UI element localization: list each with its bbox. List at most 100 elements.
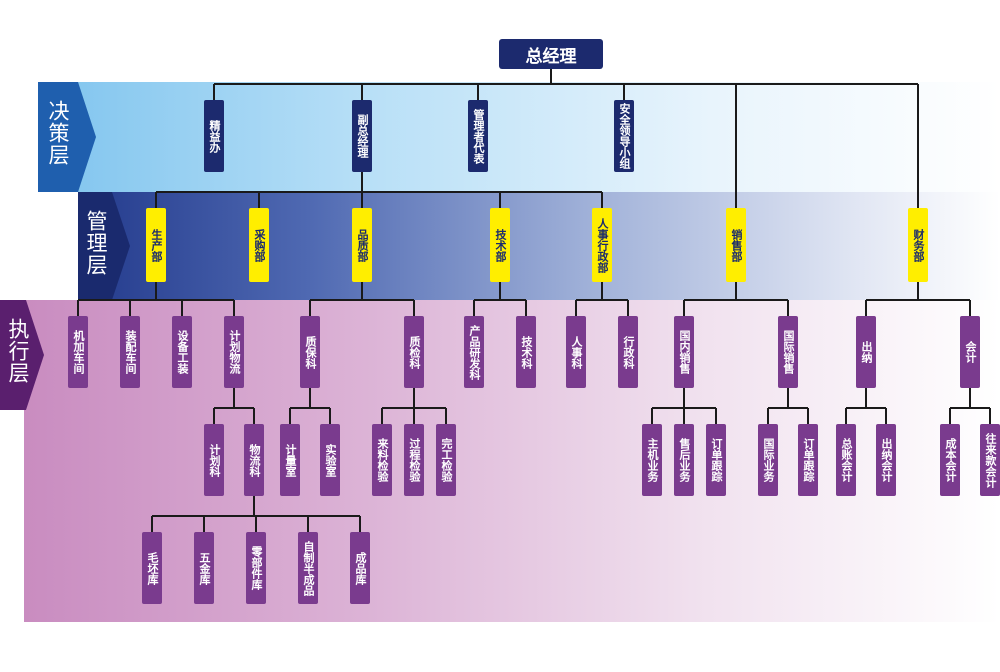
- exec-box-machining: 机加车间: [68, 316, 88, 388]
- management-label: 生产部: [150, 228, 163, 262]
- decision-layer-label: 决策层: [46, 100, 70, 166]
- exec2-label: 过程检验: [408, 438, 421, 482]
- exec3-box-semi-finished: 自制半成品: [298, 532, 318, 604]
- exec2-box-intl-business: 国际业务: [758, 424, 778, 496]
- exec2-label: 物流科: [248, 443, 261, 477]
- exec2-label: 计划科: [208, 443, 221, 477]
- exec2-label: 完工检验: [440, 438, 453, 482]
- decision-box-safety-group: 安全领导小组: [614, 100, 634, 172]
- exec3-label: 五金库: [198, 551, 211, 585]
- exec2-label: 订单跟踪: [802, 438, 815, 482]
- exec-box-equipment: 设备工装: [172, 316, 192, 388]
- exec-box-assembly: 装配车间: [120, 316, 140, 388]
- exec2-label: 总账会计: [840, 438, 853, 482]
- exec-box-planning-logistics: 计划物流: [224, 316, 244, 388]
- management-label: 销售部: [730, 228, 743, 262]
- exec-label: 会计: [964, 341, 977, 363]
- exec3-label: 自制半成品: [302, 540, 315, 596]
- exec2-label: 实验室: [324, 443, 337, 477]
- exec-box-intl-sales: 国际销售: [778, 316, 798, 388]
- exec2-label: 成本会计: [944, 438, 957, 482]
- exec2-label: 国际业务: [762, 438, 775, 482]
- exec-label: 行政科: [622, 335, 635, 369]
- exec2-box-planning: 计划科: [204, 424, 224, 496]
- exec-box-quality-inspection: 质检科: [404, 316, 424, 388]
- exec-label: 装配车间: [124, 330, 137, 374]
- exec-label: 产品研发科: [468, 324, 481, 380]
- exec2-box-order-tracking-intl: 订单跟踪: [798, 424, 818, 496]
- exec2-box-cost-accounting: 成本会计: [940, 424, 960, 496]
- management-label: 品质部: [356, 228, 369, 262]
- exec-box-quality-assurance: 质保科: [300, 316, 320, 388]
- exec2-box-cashier-accounting: 出纳会计: [876, 424, 896, 496]
- decision-box-lean-office: 精益办: [204, 100, 224, 172]
- exec-box-rnd: 产品研发科: [464, 316, 484, 388]
- exec-box-personnel: 人事科: [566, 316, 586, 388]
- general-manager-box: 总经理: [499, 39, 603, 69]
- management-box-hr-admin: 人事行政部: [592, 208, 612, 282]
- management-label: 财务部: [912, 228, 925, 262]
- decision-box-deputy-gm: 副总经理: [352, 100, 372, 172]
- exec2-box-final-inspection: 完工检验: [436, 424, 456, 496]
- decision-label: 安全领导小组: [618, 103, 631, 169]
- execution-layer-label: 执行层: [6, 318, 30, 384]
- exec2-box-process-inspection: 过程检验: [404, 424, 424, 496]
- management-band: [78, 192, 1000, 300]
- management-label: 采购部: [253, 228, 266, 262]
- exec3-box-hardware-store: 五金库: [194, 532, 214, 604]
- exec2-box-logistics: 物流科: [244, 424, 264, 496]
- exec2-box-incoming-inspection: 来料检验: [372, 424, 392, 496]
- exec-box-tech-section: 技术科: [516, 316, 536, 388]
- exec-box-domestic-sales: 国内销售: [674, 316, 694, 388]
- management-box-technology: 技术部: [490, 208, 510, 282]
- management-box-finance: 财务部: [908, 208, 928, 282]
- exec2-box-laboratory: 实验室: [320, 424, 340, 496]
- exec2-box-order-tracking-domestic: 订单跟踪: [706, 424, 726, 496]
- exec-label: 机加车间: [72, 330, 85, 374]
- exec2-label: 来料检验: [376, 438, 389, 482]
- decision-label: 精益办: [208, 119, 221, 153]
- exec-label: 技术科: [520, 335, 533, 369]
- decision-label: 管理者代表: [472, 108, 485, 164]
- management-layer-label: 管理层: [84, 210, 108, 276]
- exec2-box-metrology: 计量室: [280, 424, 300, 496]
- exec2-label: 主机业务: [646, 438, 659, 482]
- exec2-box-receivables-accounting: 往来款会计: [980, 424, 1000, 496]
- management-box-quality: 品质部: [352, 208, 372, 282]
- exec2-label: 订单跟踪: [710, 438, 723, 482]
- exec-box-admin: 行政科: [618, 316, 638, 388]
- exec2-box-aftersales: 售后业务: [674, 424, 694, 496]
- exec-label: 设备工装: [176, 330, 189, 374]
- management-box-production: 生产部: [146, 208, 166, 282]
- exec-box-accounting: 会计: [960, 316, 980, 388]
- exec3-label: 零部件库: [250, 546, 263, 590]
- exec2-label: 计量室: [284, 443, 297, 477]
- management-box-sales: 销售部: [726, 208, 746, 282]
- exec3-box-finished-store: 成品库: [350, 532, 370, 604]
- management-box-purchasing: 采购部: [249, 208, 269, 282]
- exec3-label: 毛坯库: [146, 551, 159, 585]
- exec-label: 国内销售: [678, 330, 691, 374]
- exec2-label: 出纳会计: [880, 438, 893, 482]
- exec3-label: 成品库: [354, 551, 367, 585]
- exec2-box-oem-business: 主机业务: [642, 424, 662, 496]
- exec-label: 质检科: [408, 335, 421, 369]
- exec-label: 出纳: [860, 341, 873, 363]
- decision-box-management-rep: 管理者代表: [468, 100, 488, 172]
- decision-label: 副总经理: [356, 114, 369, 158]
- exec-label: 质保科: [304, 335, 317, 369]
- management-label: 技术部: [494, 228, 507, 262]
- exec-label: 国际销售: [782, 330, 795, 374]
- exec3-box-blank-store: 毛坯库: [142, 532, 162, 604]
- exec-box-cashier: 出纳: [856, 316, 876, 388]
- decision-band: [38, 82, 1000, 192]
- exec-label: 计划物流: [228, 330, 241, 374]
- exec2-label: 往来款会计: [984, 432, 997, 488]
- management-label: 人事行政部: [596, 217, 609, 273]
- exec-label: 人事科: [570, 335, 583, 369]
- exec2-box-general-ledger: 总账会计: [836, 424, 856, 496]
- exec3-box-parts-store: 零部件库: [246, 532, 266, 604]
- exec2-label: 售后业务: [678, 438, 691, 482]
